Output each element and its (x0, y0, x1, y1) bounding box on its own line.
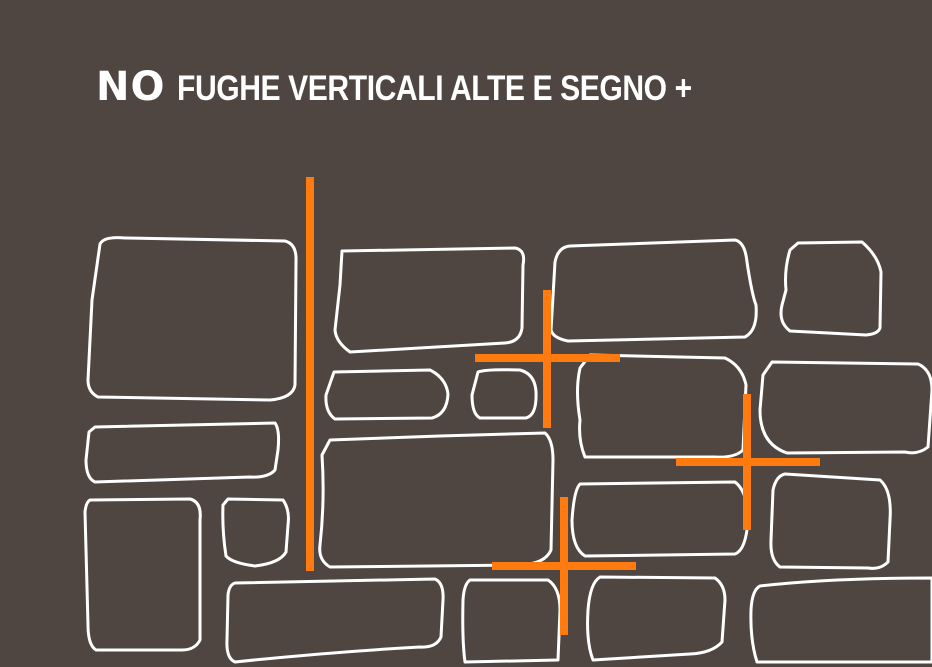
stone (576, 353, 748, 459)
stone (461, 578, 562, 664)
stone (470, 368, 538, 420)
stone (586, 575, 727, 662)
plus-mark (676, 394, 820, 530)
stone (324, 368, 450, 421)
stone (549, 238, 758, 343)
stone (779, 240, 883, 337)
stones (83, 236, 932, 664)
stone (86, 236, 298, 402)
title-rest: FUGHE VERTICALI ALTE E SEGNO + (177, 69, 693, 108)
stone (221, 497, 290, 568)
error-marks (306, 177, 820, 635)
stone (83, 497, 202, 652)
stone (333, 246, 526, 354)
stone (84, 421, 281, 484)
stone (758, 360, 932, 455)
stone (318, 431, 555, 569)
stone (570, 480, 750, 558)
stone (225, 577, 445, 664)
plus-mark (492, 497, 636, 635)
title-no: NO (96, 64, 166, 110)
stone (769, 472, 892, 570)
stone (749, 576, 932, 664)
page-title: NO FUGHE VERTICALI ALTE E SEGNO + (96, 64, 776, 110)
plus-mark (475, 290, 620, 428)
